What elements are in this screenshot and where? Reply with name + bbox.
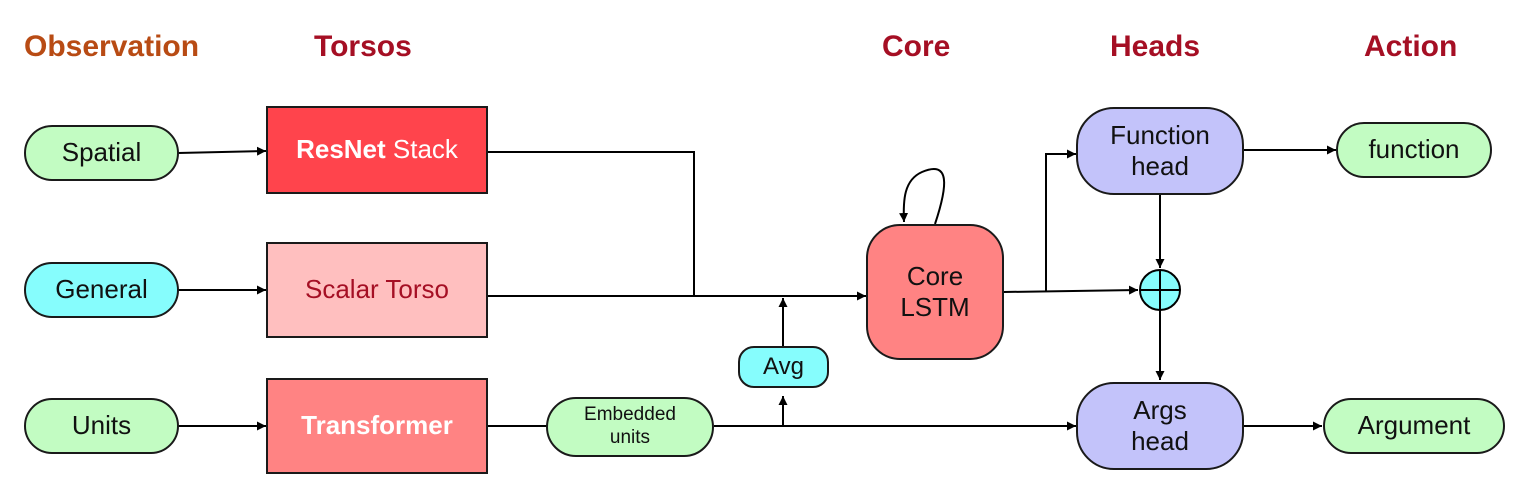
- wire-resnet-merge: [488, 151, 695, 296]
- args-head-line2: head: [1131, 426, 1189, 456]
- args-head-line1: Args: [1133, 394, 1187, 425]
- header-core: Core: [882, 30, 951, 63]
- header-observation: Observation: [24, 30, 200, 63]
- function-head-line2: head: [1131, 151, 1189, 181]
- embedded-line1: Embedded: [584, 404, 676, 426]
- node-action-argument: Argument: [1323, 398, 1505, 454]
- node-spatial: Spatial: [24, 125, 179, 181]
- resnet-rest-label: Stack: [385, 134, 458, 165]
- arrow-core-function-head: [1045, 149, 1076, 292]
- node-function-head: Function head: [1076, 107, 1244, 195]
- embedded-line2: units: [609, 427, 651, 448]
- arrow-spatial-resnet: [177, 146, 267, 156]
- node-action-function: function: [1336, 122, 1492, 178]
- plus-combiner-icon: [1139, 269, 1181, 311]
- node-transformer: Transformer: [266, 378, 488, 474]
- arrow-core-plus: [1003, 285, 1139, 295]
- header-heads: Heads: [1110, 30, 1201, 63]
- function-head-line1: Function: [1110, 119, 1210, 150]
- resnet-bold-label: ResNet: [296, 134, 386, 165]
- header-action: Action: [1364, 30, 1458, 63]
- core-line1: Core: [906, 260, 964, 291]
- node-core-lstm: Core LSTM: [866, 224, 1004, 360]
- node-avg: Avg: [738, 346, 829, 388]
- node-args-head: Args head: [1076, 382, 1244, 470]
- node-scalar-torso: Scalar Torso: [266, 242, 488, 338]
- node-resnet-stack: ResNet Stack: [266, 106, 488, 194]
- node-general: General: [24, 262, 179, 318]
- node-embedded-units: Embedded units: [546, 397, 714, 457]
- arrow-core-recurrent: [899, 168, 946, 225]
- node-units: Units: [24, 398, 179, 454]
- core-line2: LSTM: [900, 292, 970, 322]
- header-torsos: Torsos: [314, 30, 412, 63]
